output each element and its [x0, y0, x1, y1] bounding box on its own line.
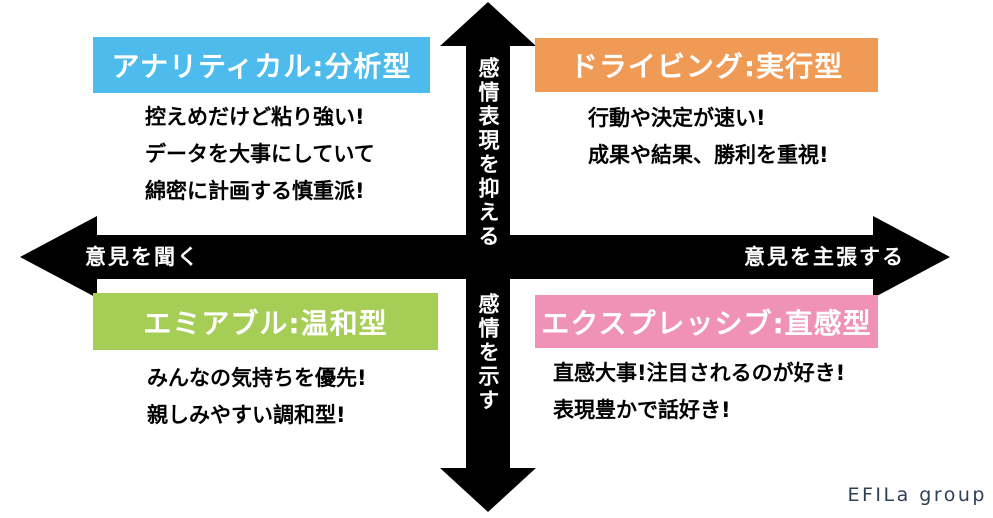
left-arrowhead-icon [20, 216, 97, 298]
quadrant-title-driving: ドライビング:実行型 [535, 38, 878, 92]
quadrant-traits-analytical: 控えめだけど粘り強い! データを大事にしていて 綿密に計画する慎重派! [145, 106, 375, 217]
trait-line: 控えめだけど粘り強い! [145, 105, 365, 129]
trait-line: みんなの気持ちを優先! [147, 366, 367, 390]
axis-label-suppress-emotion: 感情表現を抑える [476, 57, 500, 249]
trait-line: 綿密に計画する慎重派! [145, 179, 365, 203]
quadrant-traits-driving: 行動や決定が速い! 成果や結果、勝利を重視! [588, 107, 829, 181]
trait-line: 直感大事!注目されるのが好き! [553, 361, 846, 385]
quadrant-traits-amiable: みんなの気持ちを優先! 親しみやすい調和型! [147, 367, 367, 441]
quadrant-title-analytical: アナリティカル:分析型 [93, 37, 430, 93]
quadrant-title-expressive: エクスプレッシブ:直感型 [535, 295, 878, 348]
right-arrowhead-icon [873, 216, 950, 298]
axis-label-show-emotion: 感情を示す [476, 293, 500, 413]
down-arrowhead-icon [440, 468, 536, 512]
horizontal-axis-shaft [90, 235, 878, 279]
trait-line: 親しみやすい調和型! [147, 403, 346, 427]
trait-line: 行動や決定が速い! [588, 106, 766, 130]
quadrant-traits-expressive: 直感大事!注目されるのが好き! 表現豊かで話好き! [553, 362, 845, 436]
trait-line: 表現豊かで話好き! [553, 398, 731, 422]
axis-label-listen-opinions: 意見を聞く [85, 245, 200, 269]
trait-line: 成果や結果、勝利を重視! [588, 143, 829, 167]
quadrant-title-amiable: エミアブル:温和型 [93, 293, 438, 350]
up-arrowhead-icon [440, 2, 536, 46]
axis-label-assert-opinions: 意見を主張する [744, 245, 905, 269]
trait-line: データを大事にしていて [145, 142, 375, 166]
brand-logo: EFILa group [847, 484, 987, 506]
